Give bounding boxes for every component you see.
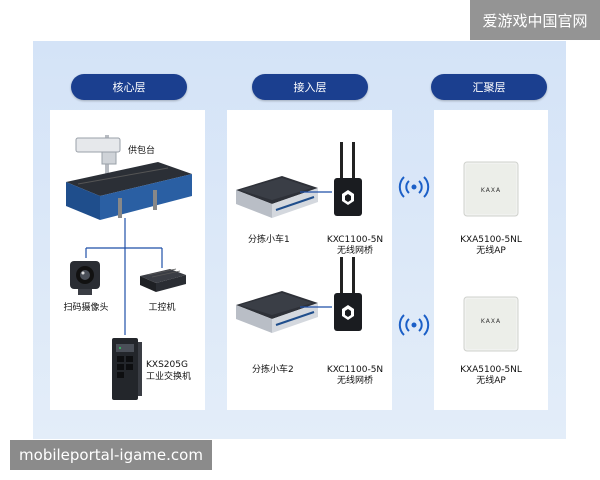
site-watermark-top: 爱游戏中国官网: [470, 0, 600, 40]
wifi-signal-1-icon: [398, 176, 430, 198]
site-watermark-bottom: mobileportal-igame.com: [10, 440, 212, 470]
wireless-ap-1-model: KXA5100-5NL: [460, 235, 522, 245]
wireless-bridge-2-model: KXC1100-5N: [326, 365, 384, 375]
wireless-ap-1-icon: [463, 161, 519, 217]
feeding-station-machine: [66, 135, 192, 220]
sorting-cart-2-icon: [236, 291, 318, 333]
switch-name-label: 工业交换机: [146, 372, 192, 382]
switch-model-label: KXS205G: [146, 360, 188, 370]
industrial-pc-label: 工控机: [148, 303, 176, 313]
industrial-pc-icon: [140, 268, 186, 292]
wireless-bridge-1-icon: [300, 142, 362, 216]
wireless-ap-1-brand: KAXA: [480, 187, 502, 194]
sorting-cart-1-label: 分拣小车1: [248, 235, 290, 245]
sorting-cart-2-label: 分拣小车2: [252, 365, 294, 375]
feeding-station-label: 供包台: [128, 146, 156, 156]
wireless-bridge-2-name: 无线网桥: [336, 376, 373, 386]
wireless-ap-1-name: 无线AP: [476, 246, 506, 256]
aggregation-layer-panel: [434, 110, 548, 410]
wireless-ap-2-icon: [463, 296, 519, 352]
core-layer-label: 核心层: [71, 74, 187, 100]
wireless-ap-2-name: 无线AP: [476, 376, 506, 386]
wireless-bridge-1-model: KXC1100-5N: [326, 235, 384, 245]
wireless-bridge-1-name: 无线网桥: [336, 246, 373, 256]
wireless-ap-2-model: KXA5100-5NL: [460, 365, 522, 375]
wireless-bridge-2-icon: [300, 257, 362, 331]
scanner-camera-icon: [70, 261, 100, 295]
wifi-signal-2-icon: [398, 314, 430, 336]
sorting-cart-1-icon: [236, 176, 318, 218]
scanner-camera-label: 扫码摄像头: [63, 303, 109, 313]
industrial-switch-icon: [112, 338, 142, 400]
access-layer-panel: [227, 110, 392, 410]
aggregation-layer-label: 汇聚层: [431, 74, 547, 100]
wireless-ap-2-brand: KAXA: [480, 318, 502, 325]
access-layer-label: 接入层: [252, 74, 368, 100]
